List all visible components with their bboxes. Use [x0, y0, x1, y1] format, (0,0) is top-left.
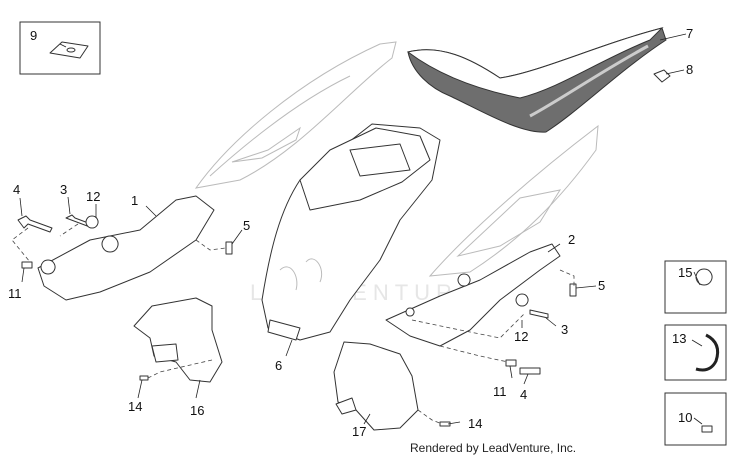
bolt-3-right: [529, 309, 549, 319]
screw-5-right: [569, 283, 577, 297]
inset-box-9: [19, 21, 101, 75]
callout-3-left: 3: [60, 182, 67, 197]
callout-1: 1: [131, 193, 138, 208]
fasteners: [17, 214, 577, 427]
callout-11-left: 11: [8, 286, 22, 301]
callout-16: 16: [190, 403, 204, 418]
callout-13: 13: [672, 331, 686, 346]
leader-lines: [11, 33, 687, 425]
inset-box-13: [664, 324, 727, 381]
callout-10: 10: [678, 410, 692, 425]
bolt-4-left: [17, 215, 53, 233]
callout-15: 15: [678, 265, 692, 280]
side-panel-right-part-2: [385, 243, 561, 347]
callout-6: 6: [275, 358, 282, 373]
callout-17: 17: [352, 424, 366, 439]
inset-box-10: [664, 392, 727, 446]
lower-guard-part-17: [333, 341, 419, 431]
grommet-12-right: [515, 293, 529, 307]
callout-11-right: 11: [493, 384, 507, 399]
ghost-side-panel-left: [194, 41, 397, 189]
ghost-side-panel-right: [428, 124, 599, 277]
callout-4-right: 4: [520, 387, 527, 402]
screw-14-left: [139, 375, 149, 381]
seat-part-7: [406, 27, 667, 133]
clamp-part-13: [695, 333, 720, 372]
callout-14-left: 14: [128, 399, 142, 414]
side-panel-left-part-1: [37, 195, 215, 301]
nut-part-10: [701, 425, 713, 433]
callout-4-left: 4: [13, 182, 20, 197]
wing-nut-part-8: [653, 69, 671, 83]
callout-2: 2: [568, 232, 575, 247]
callout-5-right: 5: [598, 278, 605, 293]
bracket-part-16: [133, 297, 223, 383]
plug-part-15: [695, 268, 713, 286]
screw-5-left: [225, 241, 233, 255]
screw-14-right: [439, 421, 451, 427]
grommet-12-left: [85, 215, 99, 229]
bolt-4-right: [519, 367, 541, 375]
callout-7: 7: [686, 26, 693, 41]
inset-box-15: [664, 260, 727, 314]
callout-labels: 9 1 4 3 12 11 5 2 7 8 5 12 3 11 4 6 14 1…: [8, 26, 693, 439]
callout-12-left: 12: [86, 189, 100, 204]
callout-8: 8: [686, 62, 693, 77]
callout-9: 9: [30, 28, 37, 43]
callout-3-right: 3: [561, 322, 568, 337]
nut-11-right: [505, 359, 517, 367]
nut-11-left: [21, 261, 33, 269]
callout-5-left: 5: [243, 218, 250, 233]
callout-14-right: 14: [468, 416, 482, 431]
render-credit: Rendered by LeadVenture, Inc.: [410, 441, 576, 455]
rear-mudguard-part-6: [261, 123, 441, 341]
callout-12-right: 12: [514, 329, 528, 344]
